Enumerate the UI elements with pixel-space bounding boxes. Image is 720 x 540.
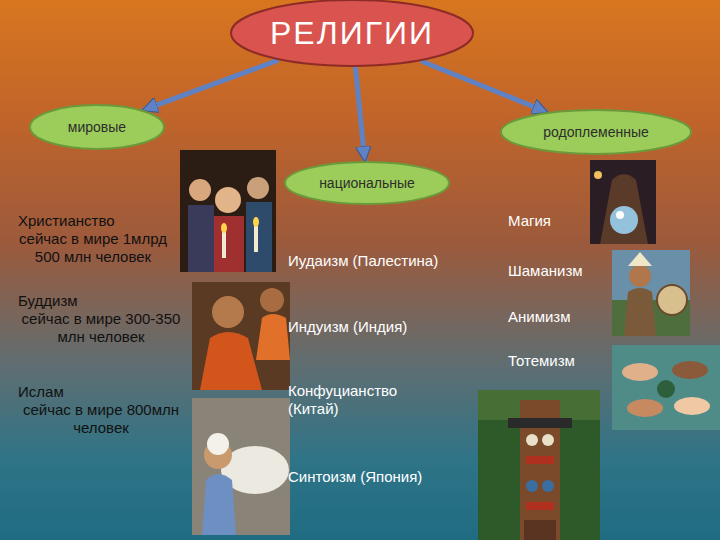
- arrow-connector: [421, 61, 547, 112]
- category-name: родоплеменные: [543, 124, 648, 140]
- hands-photo: [612, 345, 720, 430]
- category-ellipse: родоплеменные: [500, 109, 692, 155]
- arrow-connector: [355, 67, 364, 161]
- religion-name: Синтоизм (Япония): [288, 468, 468, 486]
- religion-name: Иудаизм (Палестина): [288, 252, 478, 270]
- buddhism-photo: [192, 282, 290, 390]
- arrow-connector: [143, 60, 278, 110]
- religion-name: Шаманизм: [508, 262, 608, 280]
- followers-note: сейчас в мире 300-350 млн человек: [18, 310, 184, 346]
- religion-name: Индуизм (Индия): [288, 318, 478, 336]
- category-name: национальные: [319, 175, 415, 191]
- totem-photo: [478, 390, 600, 540]
- followers-note: сейчас в мире 1млрд 500 млн человек: [18, 230, 168, 266]
- title-ellipse: РЕЛИГИИ: [230, 0, 474, 67]
- religion-name: Христианство: [18, 212, 178, 230]
- magic-photo: [590, 160, 656, 244]
- shamanism-photo: [612, 250, 690, 336]
- category-ellipse: мировые: [29, 104, 165, 150]
- religion-name: Конфуцианство (Китай): [288, 382, 423, 418]
- diagram-title: РЕЛИГИИ: [270, 15, 434, 52]
- religion-name: Ислам: [18, 383, 178, 401]
- category-name: мировые: [68, 119, 126, 135]
- religion-name: Анимизм: [508, 308, 608, 326]
- christianity-photo: [180, 150, 276, 272]
- islam-photo: [192, 398, 290, 535]
- religion-name: Тотемизм: [508, 352, 608, 370]
- followers-note: сейчас в мире 800млн человек: [18, 401, 184, 437]
- religion-name: Магия: [508, 212, 586, 230]
- religion-name: Буддизм: [18, 292, 178, 310]
- category-ellipse: национальные: [284, 161, 450, 205]
